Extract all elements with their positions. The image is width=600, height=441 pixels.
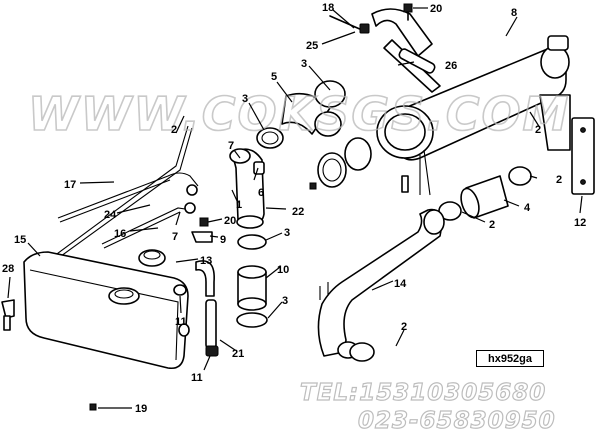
hose-clamp-mid-a [237,234,267,250]
callout-17: 17 [64,179,76,191]
sensor-fitting [253,161,265,175]
hose-clamp-small-a [173,284,187,296]
fuel-line-long [57,172,199,223]
hose-clamp-mid-b [236,312,268,328]
callout-10: 10 [277,264,289,276]
cover-disc-b [344,137,372,171]
coolant-tank [23,251,190,370]
small-bolt [309,182,317,190]
callout-9: 9 [220,234,226,246]
filler-cap [138,249,166,267]
leader-lines [7,7,583,409]
callout-4: 4 [524,202,531,214]
callout-8: 8 [511,7,517,19]
callout-18: 18 [322,2,334,14]
callout-3: 3 [301,58,307,70]
callout-2: 2 [489,219,495,231]
drain-fitting [1,299,15,331]
callout-25: 25 [306,40,318,52]
callout-12: 12 [574,217,586,229]
callout-3: 3 [242,93,248,105]
callout-11: 11 [191,372,203,384]
callout-6: 6 [258,187,264,199]
callout-21: 21 [232,348,244,360]
hose-clamp-small-b [205,345,219,357]
small-bracket [191,231,213,243]
callout-5: 5 [271,71,277,83]
hose-small-lower [205,299,217,349]
callout-labels: 18 20 8 25 26 3 5 3 2 2 7 6 1 17 24 7 20… [2,2,586,415]
contact-tel: TEL:15310305680 [300,380,546,406]
callout-11: 11 [175,316,187,328]
callout-16: 16 [114,228,126,240]
callout-15: 15 [14,234,26,246]
bolt-long [329,15,370,34]
diagram-id-label: hx952ga [476,350,544,367]
callout-3: 3 [284,227,290,239]
line-fitting [184,184,209,227]
hose-clamp-upper [256,127,284,149]
callout-22: 22 [292,206,304,218]
callout-3: 3 [282,295,288,307]
callout-7: 7 [172,231,178,243]
callout-14: 14 [394,278,407,290]
stud [401,175,409,193]
support-bracket [371,8,441,93]
callout-20: 20 [430,3,442,15]
aftercooler-housing [376,35,571,196]
hose-clamp-lower-right [349,342,375,362]
callout-28: 28 [2,263,14,275]
hose-straight-right [460,175,509,219]
callout-2: 2 [171,124,177,136]
callout-7: 7 [228,140,234,152]
aftercooler-end-plate [571,117,595,195]
cover-disc-a [317,152,347,188]
callout-24: 24 [104,209,117,221]
fuel-line-upper [45,125,193,265]
callout-2: 2 [401,321,407,333]
hose-clamp-right-a [508,166,532,186]
hose-coupler [237,265,267,311]
contact-phone: 023-65830950 [358,408,556,434]
callout-13: 13 [200,255,212,267]
bolt-short-top [403,3,413,21]
elbow-connection [281,80,346,137]
callout-20: 20 [224,215,236,227]
screw-bottom [89,403,97,411]
hose-small-upper [195,260,215,297]
callout-1: 1 [236,199,242,211]
crossover-tube [317,208,445,359]
callout-2: 2 [535,124,541,136]
callout-2: 2 [556,174,562,186]
callout-19: 19 [135,403,147,415]
watermark-text: WWW.COKSGS.COM [28,87,570,141]
callout-26: 26 [445,60,457,72]
